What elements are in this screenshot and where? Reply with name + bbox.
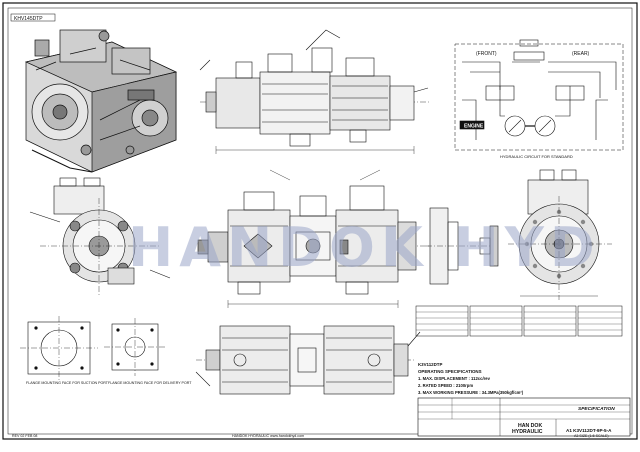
circuit-front-label: (FRONT) [476, 51, 497, 57]
spec-line-1: 1. MAX. DISPLACEMENT : 112cc/rev [418, 376, 491, 381]
main-side-view [197, 169, 440, 308]
spec-model: K3V112DTP [418, 362, 442, 367]
doc-type: SPECIFICATION [578, 406, 615, 412]
drawing-tag: KHV145DTP [14, 16, 43, 22]
footer-center: HANDOK HYDRAULIC www.handokhyd.com [232, 434, 304, 438]
engine-tag: ENGINE [464, 124, 484, 130]
flange-suction-view [20, 316, 98, 380]
footer-left: REV 02 FEB 08 [12, 434, 37, 438]
company-line-1: HAN DOK [518, 423, 542, 429]
port-detail-tables [415, 305, 623, 337]
footer-right: A3 SIZE (1:5 SCALE) [574, 434, 609, 438]
title-block [417, 397, 631, 437]
flange-delivery-caption: FLANGE MOUNTING FACE FOR DELIVERY PORT [108, 381, 192, 385]
flange-suction-caption: FLANGE MOUNTING FACE FOR SUCTION PORT [26, 381, 109, 385]
circuit-caption: HYDRAULIC CIRCUIT FOR STANDARD [500, 154, 573, 159]
spec-heading: OPERATING SPECIFICATIONS [418, 369, 482, 374]
drawing-number: A1 K3V112DT-9P-5-A [566, 428, 612, 433]
spec-line-3: 3. MAX WORKING PRESSURE : 34.3MPa(350kgf… [418, 390, 524, 395]
left-end-view [29, 177, 171, 296]
spec-line-2: 2. RATED SPEED : 2100rpm [418, 383, 473, 388]
section-view [426, 207, 500, 285]
bottom-plan-view [195, 325, 421, 395]
watermark: HANDOK HYD [128, 216, 601, 279]
isometric-pump-view [24, 29, 178, 173]
company-line-2: HYDRAULIC [512, 429, 543, 435]
hydraulic-circuit-diagram [454, 39, 624, 151]
flange-delivery-view [104, 318, 166, 376]
circuit-rear-label: (REAR) [572, 51, 590, 57]
top-side-view [199, 29, 430, 154]
sheet-border [2, 2, 638, 440]
right-end-view [508, 169, 612, 300]
